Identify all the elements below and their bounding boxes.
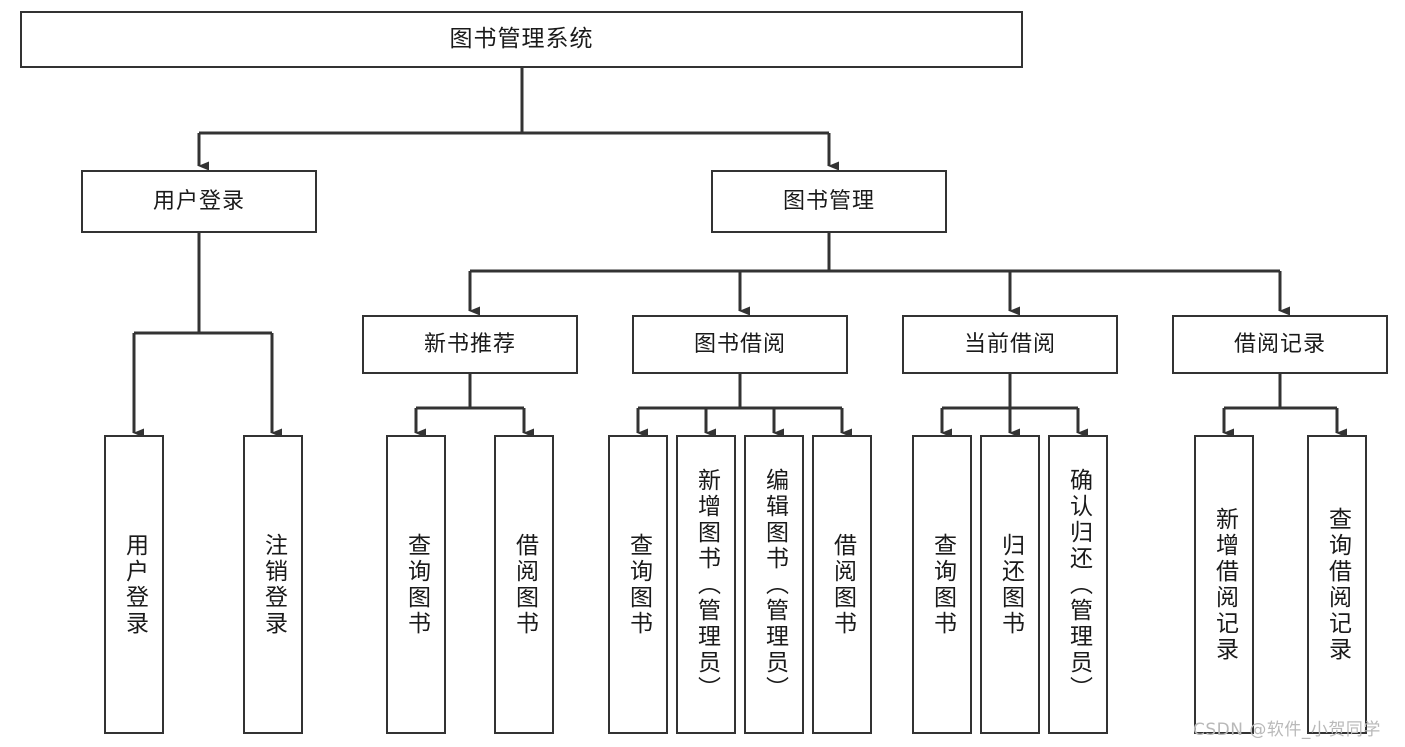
- node-label: 用户登录: [121, 532, 148, 637]
- node-book-management[interactable]: 图书管理: [711, 170, 947, 233]
- node-label: 归还图书: [997, 532, 1024, 637]
- node-leaf-logout[interactable]: 注销登录: [243, 435, 303, 734]
- node-label: 注销登录: [260, 532, 287, 637]
- csdn-watermark: CSDN @软件_小贺同学: [1193, 720, 1381, 740]
- node-book-borrow[interactable]: 图书借阅: [632, 315, 848, 374]
- node-label: 当前借阅: [963, 331, 1056, 357]
- node-label: 图书管理系统: [449, 26, 594, 53]
- node-label: 图书借阅: [693, 331, 786, 357]
- node-current-borrow[interactable]: 当前借阅: [902, 315, 1118, 374]
- node-borrow-record[interactable]: 借阅记录: [1172, 315, 1388, 374]
- node-leaf-user-login[interactable]: 用户登录: [104, 435, 164, 734]
- node-leaf-add-book-admin[interactable]: 新增图书（管理员）: [676, 435, 736, 734]
- node-label: 借阅图书: [829, 532, 856, 637]
- node-label: 借阅记录: [1233, 331, 1326, 357]
- node-leaf-add-borrow-record[interactable]: 新增借阅记录: [1194, 435, 1254, 734]
- node-new-book-recommend[interactable]: 新书推荐: [362, 315, 578, 374]
- node-leaf-borrow-book[interactable]: 借阅图书: [812, 435, 872, 734]
- node-leaf-query-borrow-record[interactable]: 查询借阅记录: [1307, 435, 1367, 734]
- node-label: 查询借阅记录: [1324, 506, 1351, 663]
- node-leaf-confirm-return-admin[interactable]: 确认归还（管理员）: [1048, 435, 1108, 734]
- node-label: 新增图书（管理员）: [693, 467, 720, 702]
- node-leaf-borrow-book-recommend[interactable]: 借阅图书: [494, 435, 554, 734]
- node-leaf-query-book-current[interactable]: 查询图书: [912, 435, 972, 734]
- node-label: 新书推荐: [423, 331, 516, 357]
- node-label: 图书管理: [782, 188, 875, 214]
- node-label: 查询图书: [625, 532, 652, 637]
- node-label: 查询图书: [403, 532, 430, 637]
- node-label: 编辑图书（管理员）: [761, 467, 788, 702]
- node-leaf-query-book-recommend[interactable]: 查询图书: [386, 435, 446, 734]
- node-label: 确认归还（管理员）: [1065, 467, 1092, 702]
- node-leaf-edit-book-admin[interactable]: 编辑图书（管理员）: [744, 435, 804, 734]
- node-leaf-query-book-borrow[interactable]: 查询图书: [608, 435, 668, 734]
- node-label: 新增借阅记录: [1211, 506, 1238, 663]
- node-user-login[interactable]: 用户登录: [81, 170, 317, 233]
- node-label: 查询图书: [929, 532, 956, 637]
- node-label: 用户登录: [152, 188, 245, 214]
- node-leaf-return-book[interactable]: 归还图书: [980, 435, 1040, 734]
- node-label: 借阅图书: [511, 532, 538, 637]
- node-root-library-system[interactable]: 图书管理系统: [20, 11, 1023, 68]
